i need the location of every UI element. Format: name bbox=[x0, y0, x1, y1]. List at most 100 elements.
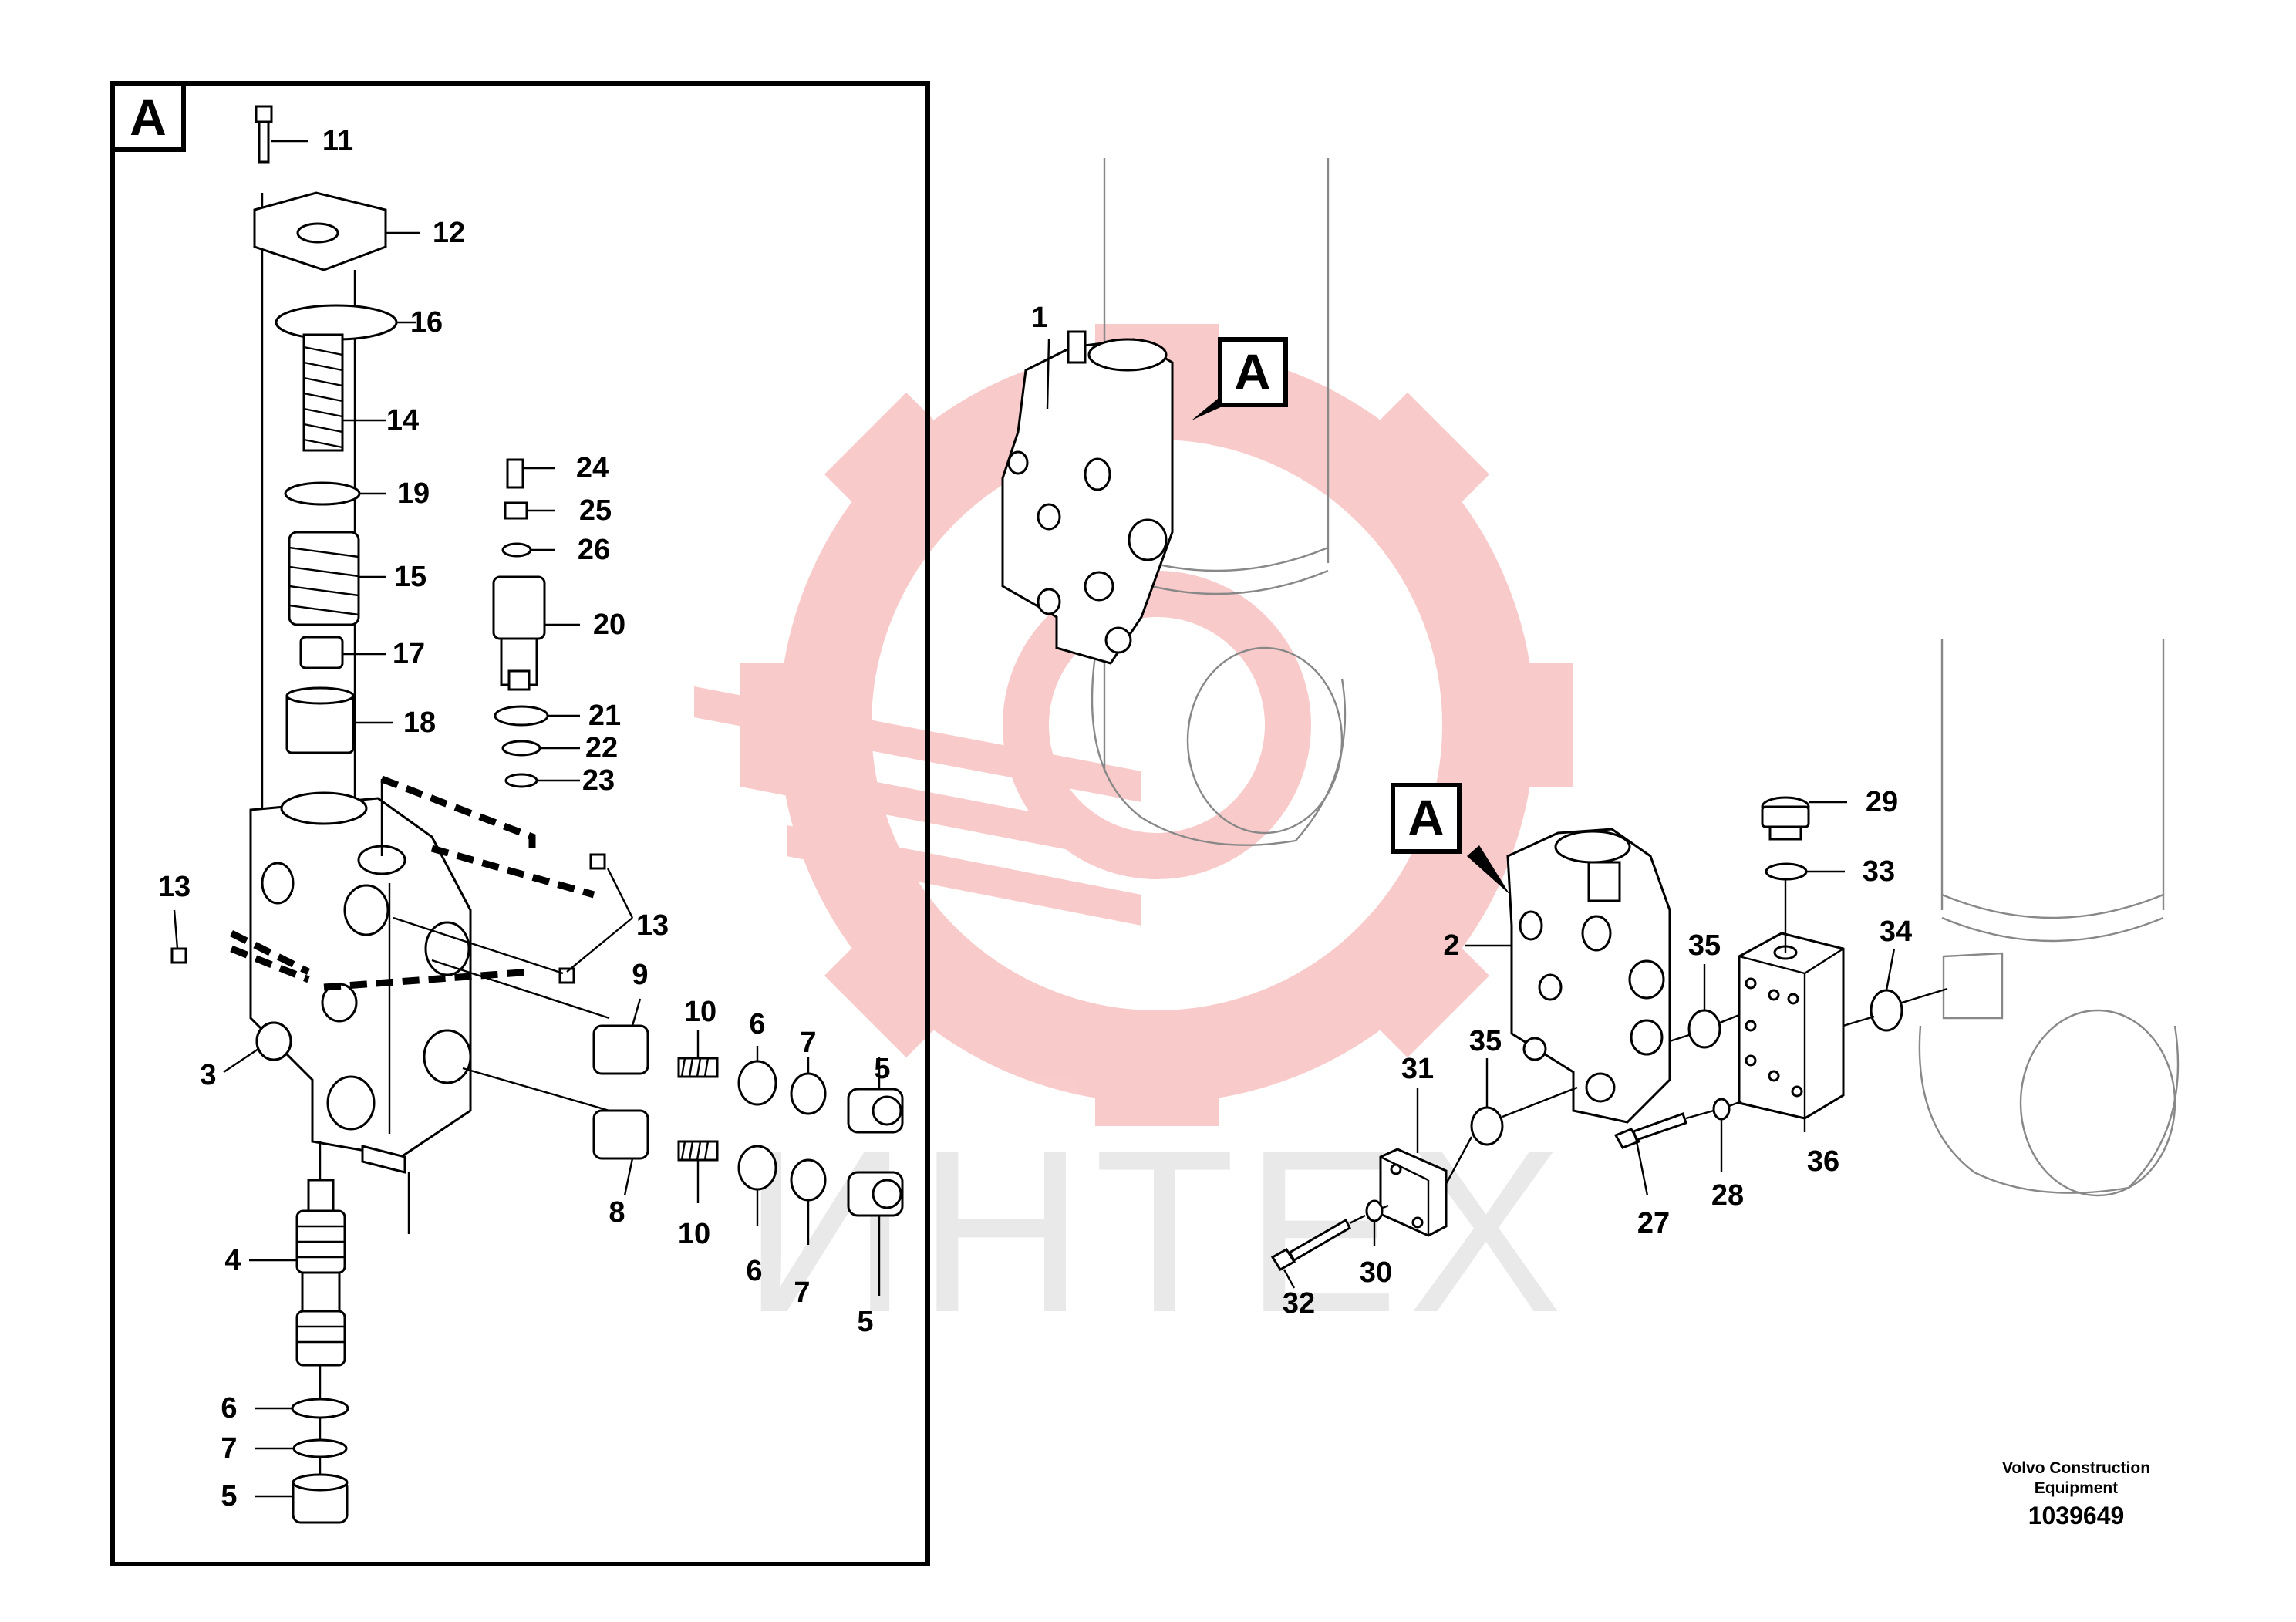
svg-text:A: A bbox=[1234, 343, 1271, 400]
label-4: 4 bbox=[224, 1244, 241, 1276]
o-ring-21 bbox=[494, 705, 549, 727]
label-16: 16 bbox=[410, 306, 443, 339]
label-10-upper: 10 bbox=[684, 996, 716, 1028]
label-25: 25 bbox=[579, 494, 612, 527]
detail-a-tag bbox=[110, 81, 186, 152]
ring-22 bbox=[501, 740, 541, 757]
label-5-upper: 5 bbox=[874, 1053, 890, 1085]
label-13-left: 13 bbox=[158, 871, 190, 903]
o-ring-35-lower bbox=[1470, 1106, 1504, 1146]
detail-a-frame bbox=[110, 81, 930, 1566]
lower-labels: 2 29 33 35 35 31 34 36 27 28 30 32 bbox=[1283, 786, 1912, 1320]
ring-7-upper bbox=[790, 1072, 827, 1115]
ring-7-lower bbox=[790, 1158, 827, 1202]
cartridge-20 bbox=[492, 575, 546, 691]
o-ring-35-upper bbox=[1687, 1009, 1721, 1049]
label-30: 30 bbox=[1360, 1256, 1392, 1289]
brand-line-1: Volvo Construction bbox=[2002, 1459, 2150, 1477]
seat-17 bbox=[299, 636, 344, 669]
gasket-outline bbox=[229, 775, 595, 991]
brand-line-2: Equipment bbox=[2035, 1479, 2119, 1497]
plug-5-bottom bbox=[292, 1473, 349, 1524]
detail-a-labels: 11 12 16 14 19 15 17 18 24 25 26 20 21 2… bbox=[158, 125, 891, 1512]
label-7-lower: 7 bbox=[794, 1276, 810, 1309]
label-35-upper: 35 bbox=[1688, 929, 1721, 962]
ring-23 bbox=[504, 773, 538, 788]
lower-leaders bbox=[1283, 801, 1896, 1289]
label-8: 8 bbox=[609, 1196, 625, 1229]
label-18: 18 bbox=[403, 706, 436, 739]
label-10-lower: 10 bbox=[678, 1218, 710, 1250]
poppet-8 bbox=[592, 1109, 649, 1160]
ring-26 bbox=[501, 542, 532, 558]
o-ring-6-lower bbox=[737, 1145, 777, 1191]
o-ring-33 bbox=[1765, 862, 1808, 881]
detail-a-leaders bbox=[173, 140, 881, 1498]
spring-15 bbox=[288, 531, 360, 626]
label-6-lower: 6 bbox=[746, 1255, 762, 1287]
doc-number: 1039649 bbox=[2028, 1502, 2125, 1529]
spring-10-lower bbox=[677, 1140, 719, 1162]
label-32: 32 bbox=[1283, 1287, 1315, 1320]
svg-text:A: A bbox=[1408, 789, 1445, 846]
poppet-9 bbox=[592, 1024, 649, 1075]
label-9: 9 bbox=[632, 959, 648, 991]
label-1: 1 bbox=[1031, 302, 1047, 334]
washer-30 bbox=[1365, 1199, 1384, 1222]
label-21: 21 bbox=[588, 700, 621, 732]
bolt-32 bbox=[1270, 1218, 1351, 1272]
valve-upper bbox=[1001, 330, 1174, 665]
o-ring-34 bbox=[1870, 989, 1903, 1032]
label-6-bottom: 6 bbox=[221, 1392, 237, 1425]
washer-28 bbox=[1712, 1098, 1731, 1121]
bolt-11 bbox=[255, 105, 273, 164]
block-36 bbox=[1738, 932, 1845, 1120]
detail-a-label: A bbox=[130, 89, 167, 146]
plug-5-upper bbox=[847, 1088, 904, 1134]
spring-14 bbox=[302, 333, 344, 452]
label-3: 3 bbox=[200, 1059, 216, 1091]
label-23: 23 bbox=[582, 764, 615, 797]
label-29: 29 bbox=[1866, 786, 1898, 818]
label-36: 36 bbox=[1807, 1145, 1839, 1178]
screw-13-left bbox=[170, 947, 187, 964]
label-7-upper: 7 bbox=[800, 1027, 816, 1059]
o-ring-6-upper bbox=[737, 1060, 777, 1106]
washer-19 bbox=[284, 481, 361, 506]
plug-29 bbox=[1761, 796, 1810, 841]
label-14: 14 bbox=[386, 404, 419, 437]
callout-a-lower: A bbox=[1391, 783, 1510, 895]
ring-7-bottom bbox=[292, 1438, 348, 1458]
label-24: 24 bbox=[576, 452, 609, 484]
valve-body bbox=[249, 791, 472, 1158]
watermark-stripes bbox=[694, 686, 1141, 926]
label-20: 20 bbox=[593, 609, 625, 641]
plug-5-lower bbox=[847, 1171, 904, 1217]
plug-24 bbox=[506, 458, 524, 489]
label-7-bottom: 7 bbox=[221, 1432, 237, 1465]
watermark-logo bbox=[694, 324, 1573, 1126]
o-ring-6-bottom bbox=[291, 1398, 349, 1419]
spring-10-upper bbox=[677, 1057, 719, 1078]
screw-13-right bbox=[393, 853, 606, 984]
bolt-27 bbox=[1613, 1112, 1687, 1149]
label-5-bottom: 5 bbox=[221, 1480, 237, 1512]
label-11: 11 bbox=[322, 125, 353, 157]
detail-a-parts bbox=[170, 105, 904, 1524]
label-26: 26 bbox=[578, 534, 610, 566]
port-3 bbox=[255, 1021, 292, 1061]
label-33: 33 bbox=[1863, 855, 1895, 888]
label-27: 27 bbox=[1637, 1207, 1670, 1239]
label-35-lower: 35 bbox=[1469, 1025, 1502, 1057]
label-19: 19 bbox=[397, 477, 430, 510]
label-17: 17 bbox=[393, 638, 425, 670]
footer-block: Volvo Construction Equipment 1039649 bbox=[2002, 1459, 2150, 1529]
label-34: 34 bbox=[1880, 916, 1912, 948]
spool-4 bbox=[295, 1179, 346, 1367]
label-6-upper: 6 bbox=[749, 1008, 765, 1040]
callout-a-upper: A bbox=[1192, 337, 1288, 420]
upper-assembly bbox=[1001, 158, 1347, 846]
label-15: 15 bbox=[394, 561, 426, 593]
lower-assembly bbox=[1270, 639, 2180, 1272]
